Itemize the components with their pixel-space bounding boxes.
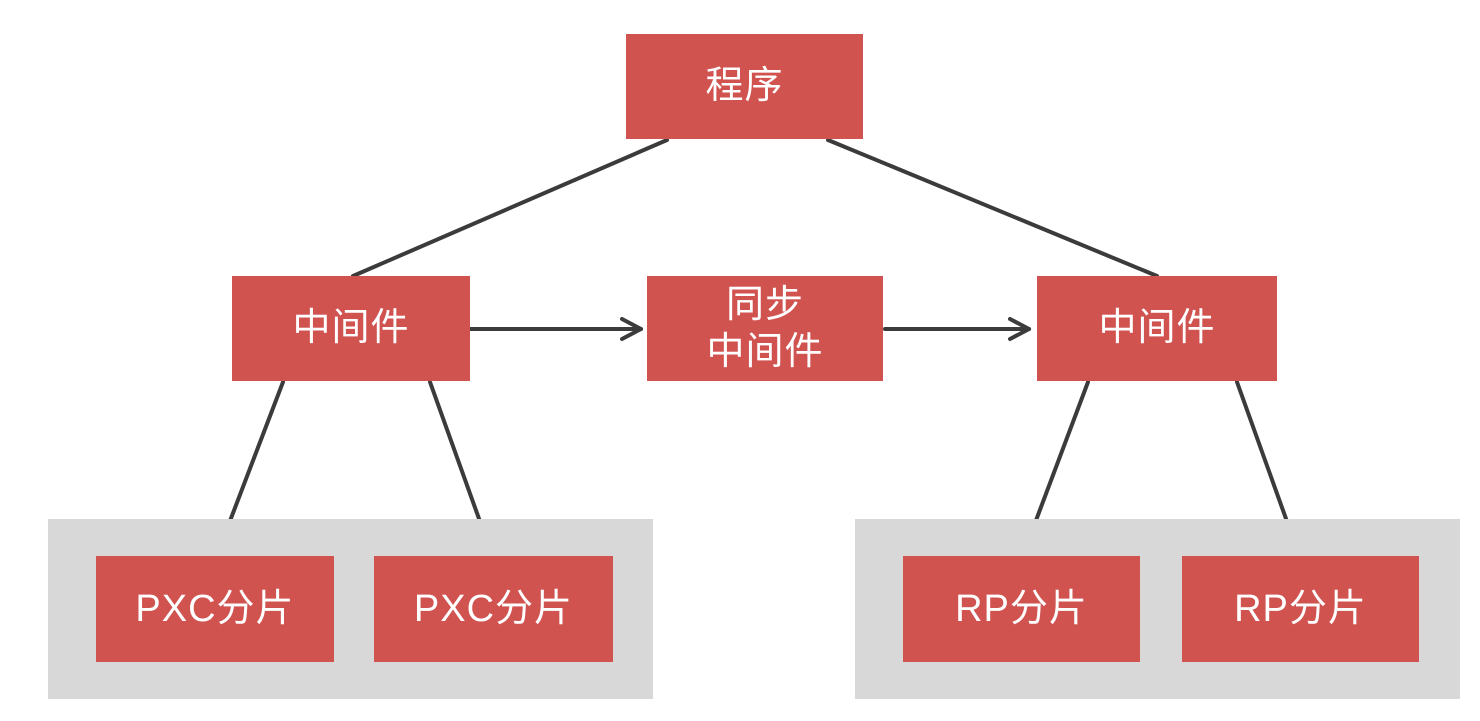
node-rp-shard-2-label: RP分片 bbox=[1234, 587, 1367, 630]
node-pxc-shard-1: PXC分片 bbox=[96, 556, 334, 662]
connector-program-to-middleware-right bbox=[826, 138, 1159, 278]
node-middleware-right: 中间件 bbox=[1037, 276, 1277, 381]
node-middleware-right-label: 中间件 bbox=[1098, 307, 1216, 350]
node-middleware-left: 中间件 bbox=[232, 276, 470, 381]
node-program-label: 程序 bbox=[705, 65, 784, 108]
node-rp-shard-1-label: RP分片 bbox=[955, 587, 1088, 630]
node-sync-middleware: 同步 中间件 bbox=[647, 276, 883, 381]
node-pxc-shard-2: PXC分片 bbox=[374, 556, 613, 662]
node-rp-shard-1: RP分片 bbox=[903, 556, 1140, 662]
connector-program-to-middleware-left bbox=[351, 138, 669, 278]
node-program: 程序 bbox=[626, 34, 863, 139]
node-middleware-left-label: 中间件 bbox=[292, 307, 410, 350]
node-pxc-shard-2-label: PXC分片 bbox=[413, 587, 574, 630]
node-rp-shard-2: RP分片 bbox=[1182, 556, 1419, 662]
node-sync-middleware-label: 同步 中间件 bbox=[706, 284, 824, 373]
node-pxc-shard-1-label: PXC分片 bbox=[135, 587, 295, 630]
